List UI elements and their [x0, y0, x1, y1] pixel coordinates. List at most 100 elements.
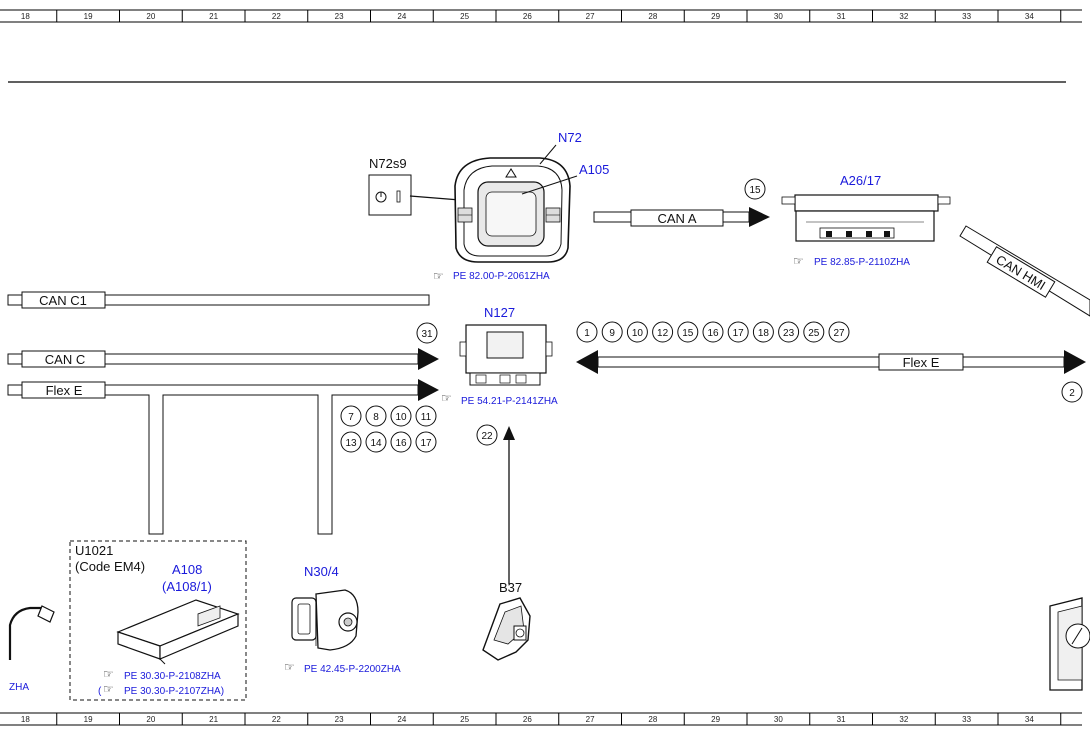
can-hmi-bus: CAN HMI	[959, 225, 1090, 317]
can-c1-bus: CAN C1	[7, 291, 430, 309]
circle-12: 12	[652, 321, 674, 343]
left-partial-component: ZHA	[8, 605, 55, 693]
top-ruler-col-19: 19	[84, 12, 93, 21]
a26-17-ref[interactable]: ☞ PE 82.85-P-2110ZHA	[793, 254, 910, 268]
circle-27: 27	[828, 321, 850, 343]
a108-ref1[interactable]: ☞ PE 30.30-P-2108ZHA	[103, 667, 221, 682]
circle-11: 11	[415, 405, 437, 427]
n127-module: N127 ☞ PE 54.21-P-2141ZHA	[441, 305, 558, 407]
n127-ref[interactable]: ☞ PE 54.21-P-2141ZHA	[441, 391, 558, 407]
a108-label: A108	[172, 562, 202, 577]
circle-15-top: 15	[744, 178, 766, 200]
svg-text:PE 30.30-P-2108ZHA: PE 30.30-P-2108ZHA	[124, 671, 221, 682]
circle-10: 10	[626, 321, 648, 343]
circle-9: 9	[601, 321, 623, 343]
svg-text:9: 9	[609, 328, 615, 339]
u1021-label: U1021	[75, 543, 113, 558]
flex-e-right-label: Flex E	[903, 355, 940, 370]
circle-row-right: 1 9 10 12 15 16 17 18 23 25 27	[576, 321, 850, 343]
hand-pointer-icon: ☞	[103, 667, 114, 681]
bottom-ruler-col-30: 30	[774, 715, 783, 724]
b37-sensor: 22 B37	[476, 424, 531, 661]
n72-overhead-panel: N72 A105 ☞ PE 82.00-P-2061ZHA	[433, 130, 609, 283]
can-c1-label: CAN C1	[39, 293, 87, 308]
svg-text:10: 10	[395, 412, 407, 423]
bottom-ruler-col-24: 24	[397, 715, 406, 724]
svg-text:8: 8	[373, 412, 379, 423]
flex-e-left-label: Flex E	[46, 383, 83, 398]
n72-label: N72	[558, 130, 582, 145]
circle-25: 25	[803, 321, 825, 343]
svg-text:1: 1	[584, 328, 590, 339]
hand-pointer-icon: ☞	[284, 660, 295, 674]
svg-text:22: 22	[481, 431, 493, 442]
circle-17: 17	[415, 431, 437, 453]
can-a-label: CAN A	[657, 211, 696, 226]
svg-text:18: 18	[758, 328, 770, 339]
svg-text:10: 10	[632, 328, 644, 339]
top-ruler-col-28: 28	[648, 12, 657, 21]
top-ruler-col-21: 21	[209, 12, 218, 21]
svg-text:16: 16	[395, 438, 407, 449]
svg-text:PE 54.21-P-2141ZHA: PE 54.21-P-2141ZHA	[461, 396, 558, 407]
circle-1: 1	[576, 321, 598, 343]
svg-text:31: 31	[421, 329, 433, 340]
n127-label: N127	[484, 305, 515, 320]
a26-17-module: A26/17 ☞ PE 82.85-P-2110ZHA	[781, 173, 951, 268]
circle-31: 31	[416, 322, 438, 344]
top-ruler-col-18: 18	[21, 12, 30, 21]
top-ruler-col-33: 33	[962, 12, 971, 21]
bottom-ruler-col-21: 21	[209, 715, 218, 724]
flex-e-right-bus: Flex E	[576, 350, 1086, 374]
svg-text:27: 27	[833, 328, 845, 339]
a26-17-label: A26/17	[840, 173, 881, 188]
a108-alt-label: (A108/1)	[162, 579, 212, 594]
top-ruler-col-34: 34	[1025, 12, 1034, 21]
a108-ref2[interactable]: ( ☞ PE 30.30-P-2107ZHA)	[98, 682, 224, 697]
hand-pointer-icon: ☞	[441, 391, 452, 405]
top-ruler-col-27: 27	[586, 12, 595, 21]
top-ruler-col-26: 26	[523, 12, 532, 21]
svg-text:25: 25	[808, 328, 820, 339]
top-ruler-col-25: 25	[460, 12, 469, 21]
bottom-ruler-col-23: 23	[335, 715, 344, 724]
svg-text:12: 12	[657, 328, 669, 339]
circle-row-mid-1: 7 8 10 11	[340, 405, 437, 427]
a105-label: A105	[579, 162, 609, 177]
svg-text:13: 13	[345, 438, 357, 449]
top-ruler-col-30: 30	[774, 12, 783, 21]
circle-17: 17	[727, 321, 749, 343]
u1021-group: U1021 (Code EM4) A108 (A108/1) ☞ PE 30.3…	[69, 540, 247, 701]
can-c-label: CAN C	[45, 352, 85, 367]
top-ruler-col-20: 20	[146, 12, 155, 21]
svg-text:7: 7	[348, 412, 354, 423]
svg-text:15: 15	[749, 185, 761, 196]
svg-text:17: 17	[733, 328, 745, 339]
n72s9-label: N72s9	[369, 156, 407, 171]
svg-text:17: 17	[420, 438, 432, 449]
bottom-ruler-col-29: 29	[711, 715, 720, 724]
n30-4-module: N30/4 ☞ PE 42.45-P-2200ZHA	[284, 564, 401, 675]
can-a-bus: CAN A	[593, 207, 770, 227]
flex-e-left-bus: Flex E	[7, 379, 439, 535]
circle-13: 13	[340, 431, 362, 453]
svg-text:PE 30.30-P-2107ZHA): PE 30.30-P-2107ZHA)	[124, 686, 224, 697]
circle-15: 15	[677, 321, 699, 343]
circle-10: 10	[390, 405, 412, 427]
bottom-ruler-col-28: 28	[648, 715, 657, 724]
circle-23: 23	[778, 321, 800, 343]
bottom-ruler-col-27: 27	[586, 715, 595, 724]
hand-pointer-icon: ☞	[103, 682, 114, 696]
n30-4-label: N30/4	[304, 564, 339, 579]
b37-label: B37	[499, 580, 522, 595]
n72-ref[interactable]: ☞ PE 82.00-P-2061ZHA	[433, 269, 550, 283]
bottom-ruler-col-32: 32	[899, 715, 908, 724]
hand-pointer-icon: ☞	[793, 254, 804, 268]
n30-4-ref[interactable]: ☞ PE 42.45-P-2200ZHA	[284, 660, 401, 675]
svg-text:(: (	[98, 686, 102, 697]
top-ruler-col-23: 23	[335, 12, 344, 21]
circle-22: 22	[476, 424, 498, 446]
svg-text:16: 16	[707, 328, 719, 339]
top-ruler-col-22: 22	[272, 12, 281, 21]
